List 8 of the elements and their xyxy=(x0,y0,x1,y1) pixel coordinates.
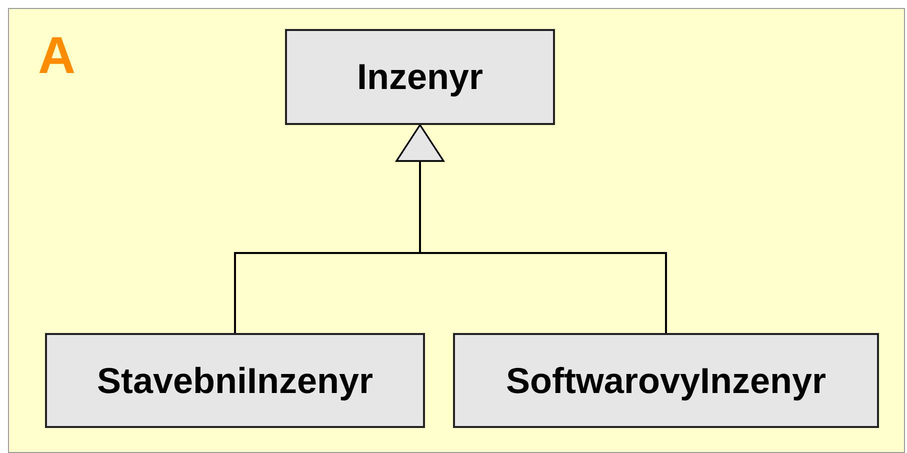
class-name: Inzenyr xyxy=(356,56,484,98)
class-name: StavebniInzenyr xyxy=(96,360,374,402)
class-box xyxy=(285,29,555,125)
class-box xyxy=(45,333,425,428)
inheritance-arrow xyxy=(396,124,667,333)
class-box xyxy=(453,333,879,428)
panel-letter: A xyxy=(38,30,76,82)
class-name: SoftwarovyInzenyr xyxy=(506,360,826,402)
